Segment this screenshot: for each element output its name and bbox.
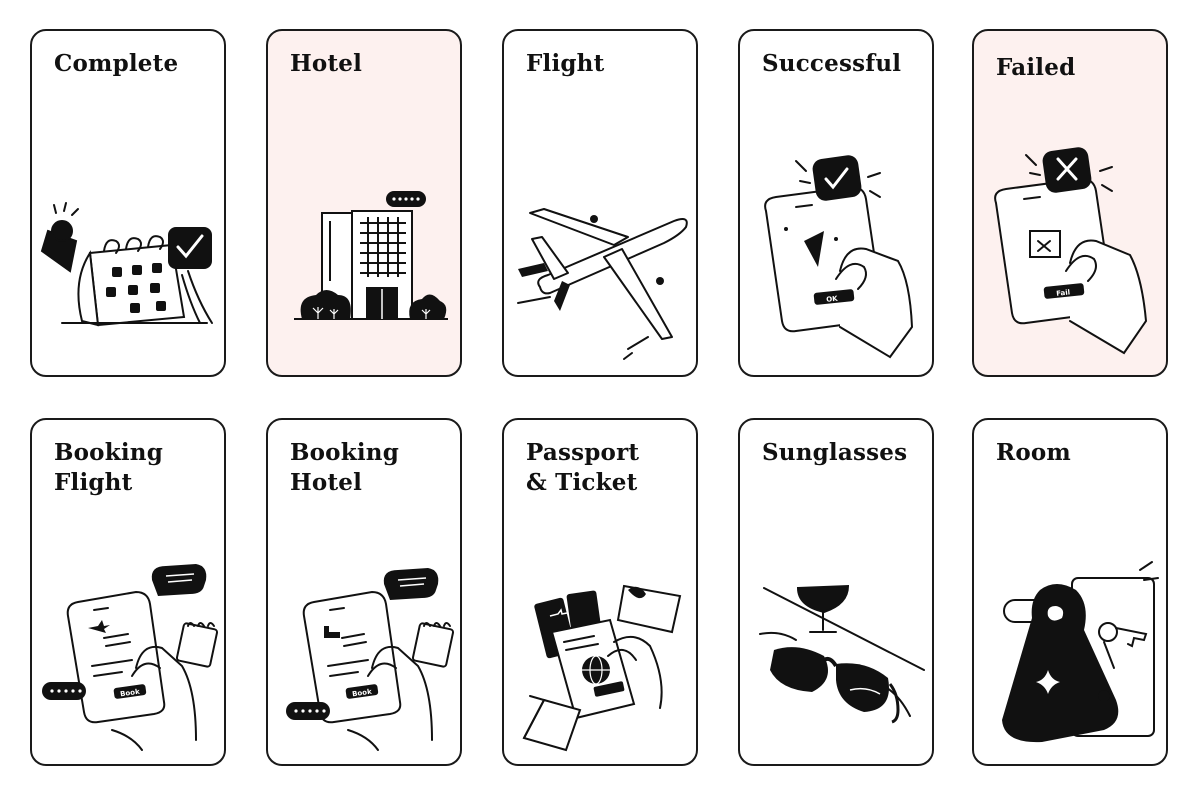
- phone-booking-hotel-icon: Book: [286, 568, 455, 751]
- card-room[interactable]: Room: [972, 418, 1168, 766]
- card-flight[interactable]: Flight: [502, 29, 698, 377]
- card-title: Booking Hotel: [290, 439, 399, 496]
- booking-hotel-button-label: Book: [352, 688, 373, 699]
- card-title: Passport & Ticket: [526, 439, 640, 496]
- card-booking-hotel[interactable]: Booking Hotel: [266, 418, 462, 766]
- card-title: Complete: [54, 50, 179, 77]
- sunglasses-icon: [759, 584, 925, 724]
- calendar-check-icon: [40, 202, 213, 327]
- card-title: Flight: [526, 50, 605, 77]
- card-title: Room: [996, 439, 1071, 466]
- phone-success-icon: OK: [764, 155, 914, 359]
- door-hanger-key-icon: [1002, 561, 1159, 743]
- hotel-building-icon: [294, 191, 448, 320]
- card-title: Booking Flight: [54, 439, 163, 496]
- failed-button-label: Fail: [1056, 288, 1071, 297]
- booking-flight-button-label: Book: [120, 688, 141, 699]
- phone-booking-flight-icon: Book: [42, 564, 219, 751]
- card-booking-flight[interactable]: Booking Flight: [30, 418, 226, 766]
- card-successful[interactable]: Successful OK: [738, 29, 934, 377]
- card-sunglasses[interactable]: Sunglasses: [738, 418, 934, 766]
- card-title: Failed: [996, 54, 1076, 81]
- card-passport-ticket[interactable]: Passport & Ticket: [502, 418, 698, 766]
- card-complete[interactable]: Complete: [30, 29, 226, 377]
- card-hotel[interactable]: Hotel: [266, 29, 462, 377]
- airplane-icon: [517, 208, 688, 360]
- passport-ticket-icon: [522, 584, 682, 752]
- card-title: Hotel: [290, 50, 363, 77]
- successful-button-label: OK: [826, 295, 839, 304]
- phone-failed-icon: Fail: [994, 147, 1148, 355]
- card-title: Sunglasses: [762, 439, 908, 466]
- card-failed[interactable]: Failed Fail: [972, 29, 1168, 377]
- card-title: Successful: [762, 50, 902, 77]
